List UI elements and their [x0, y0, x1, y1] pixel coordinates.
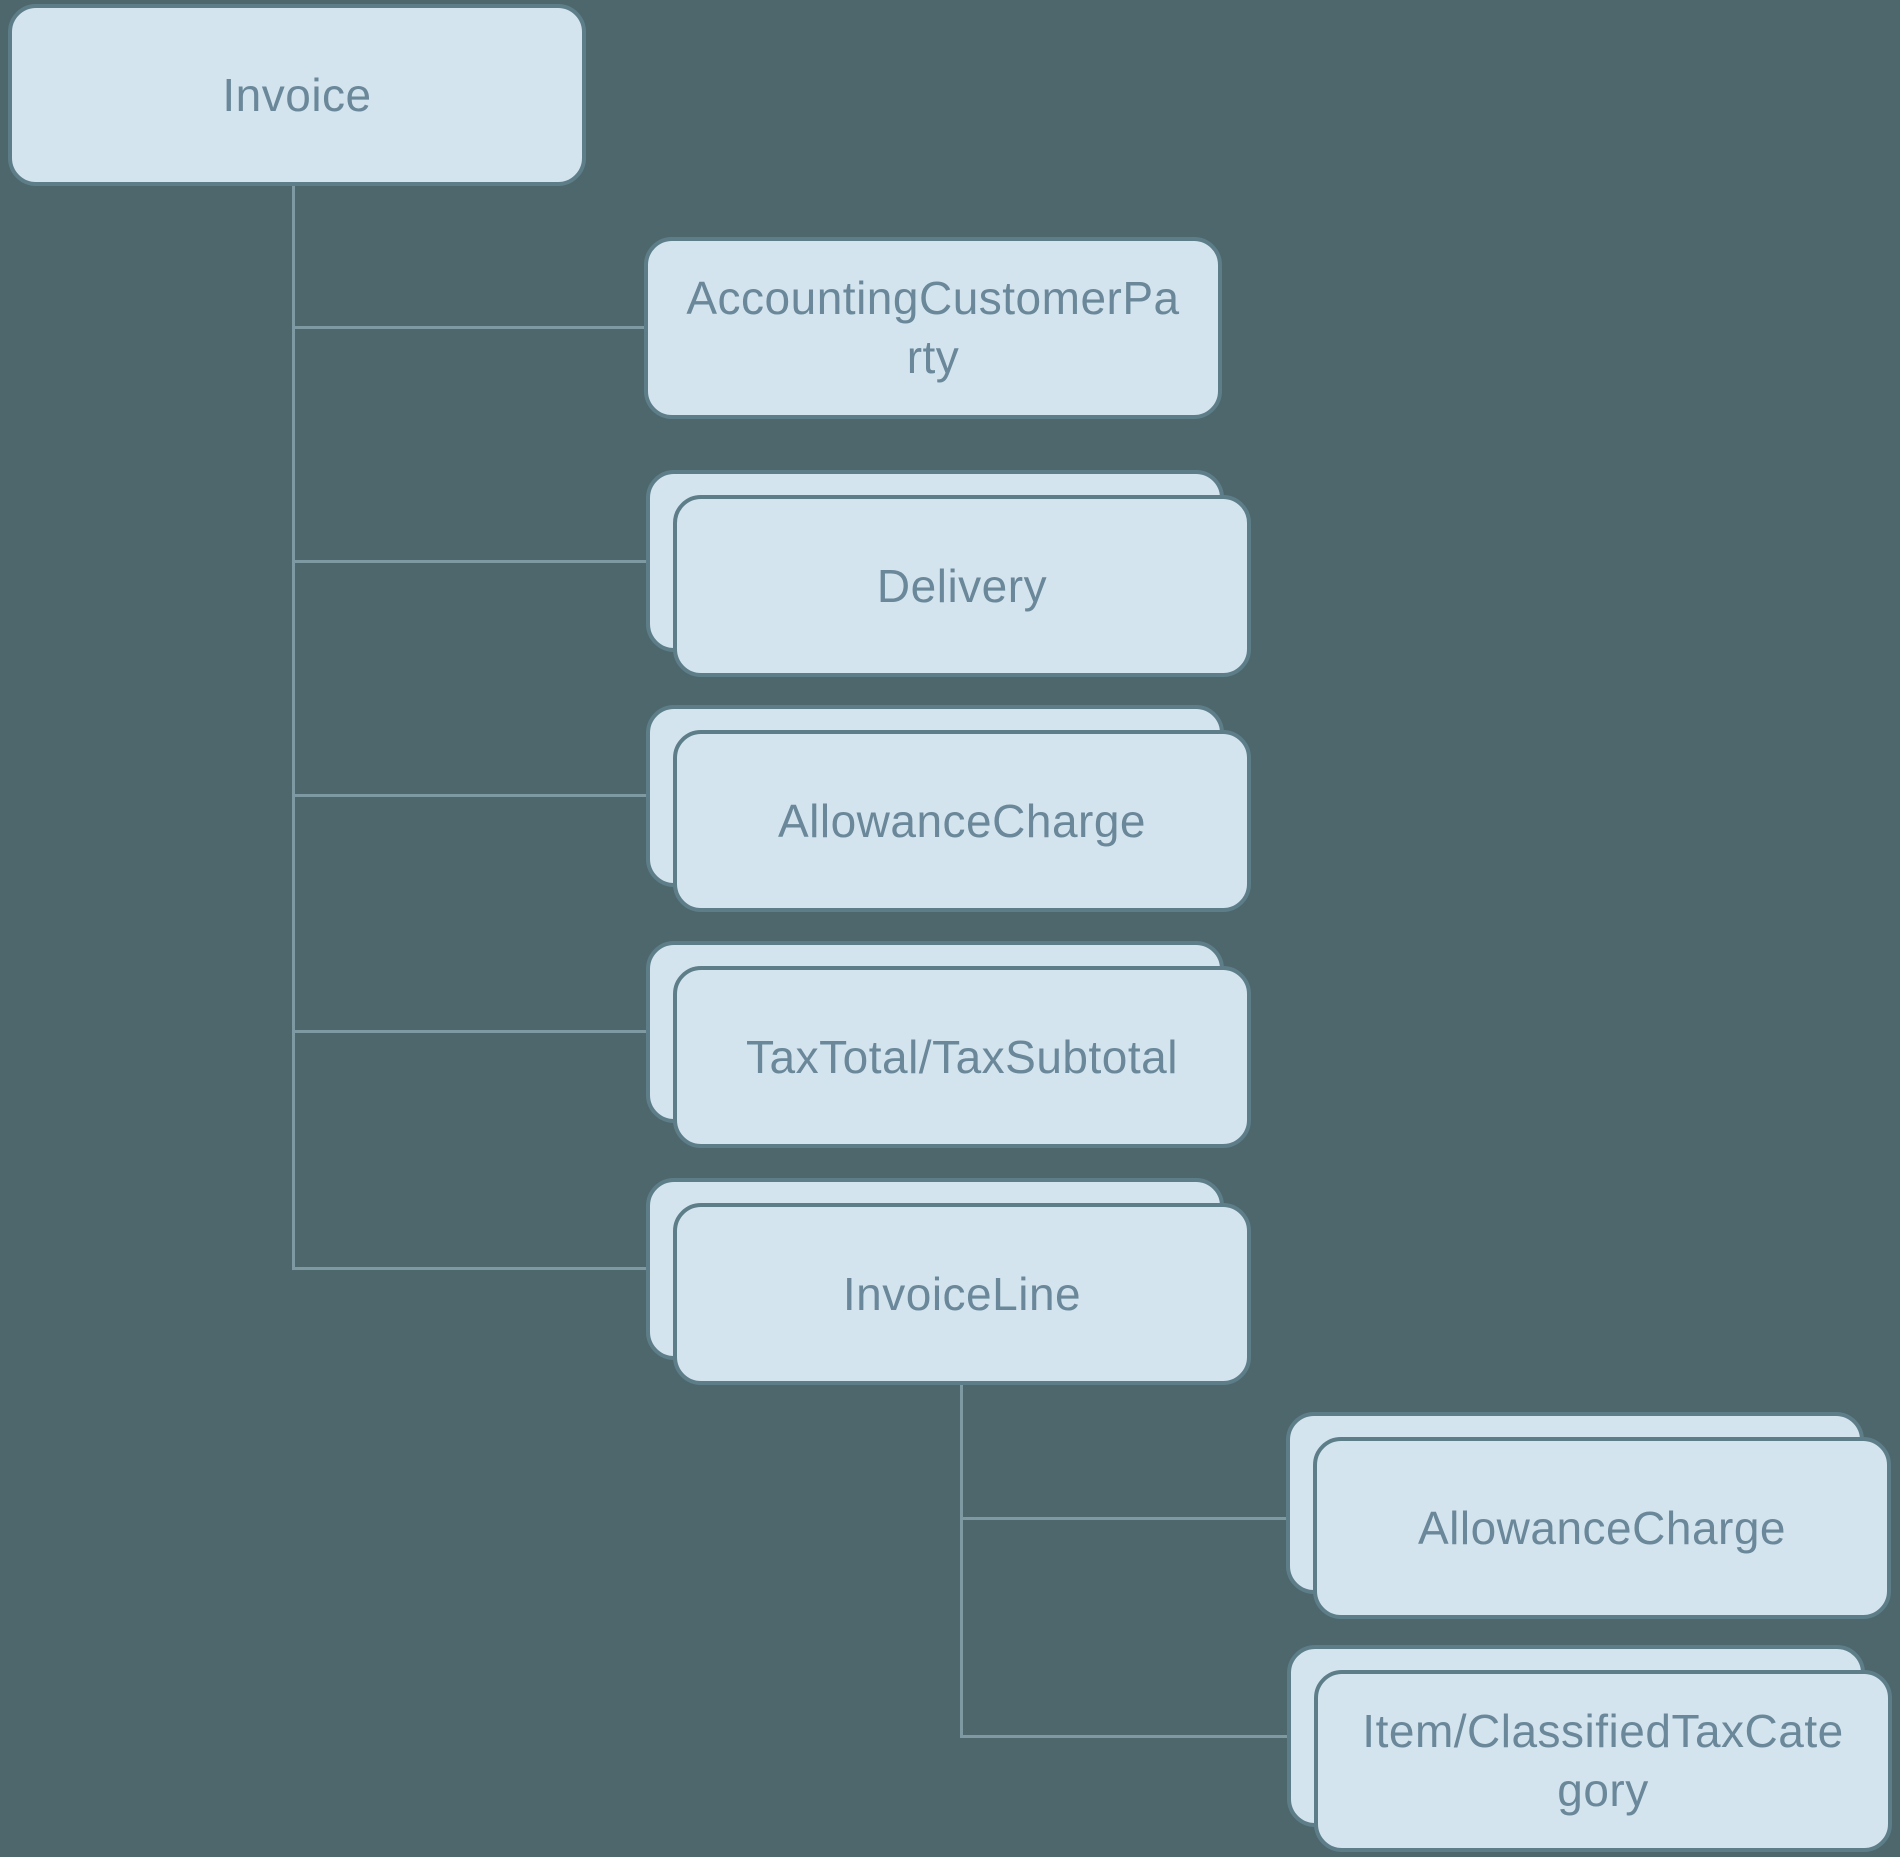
node-accounting-customer-party-label: AccountingCustomerPa rty [686, 272, 1180, 383]
connector-invoice-line-trunk [960, 1384, 963, 1738]
node-invoice-line-allowance-charge: AllowanceCharge [1286, 1412, 1891, 1619]
node-allowance-charge-label: AllowanceCharge [777, 794, 1147, 847]
node-invoice-line-label: InvoiceLine [842, 1267, 1082, 1320]
node-allowance-charge-card: AllowanceCharge [673, 730, 1251, 912]
node-invoice: Invoice [8, 4, 586, 186]
node-delivery: Delivery [646, 470, 1251, 677]
node-tax-total-tax-subtotal: TaxTotal/TaxSubtotal [646, 941, 1251, 1148]
connector-invoice-to-accounting-customer-party [292, 326, 644, 329]
connector-invoice-line-to-item-classified-tax-category [960, 1735, 1287, 1738]
node-tax-total-tax-subtotal-label: TaxTotal/TaxSubtotal [746, 1030, 1178, 1083]
node-delivery-label: Delivery [876, 559, 1048, 612]
connector-invoice-to-invoice-line [292, 1267, 646, 1270]
node-invoice-line-allowance-charge-label: AllowanceCharge [1417, 1501, 1787, 1554]
node-invoice-line-allowance-charge-card: AllowanceCharge [1313, 1437, 1891, 1619]
node-allowance-charge: AllowanceCharge [646, 705, 1251, 912]
node-item-classified-tax-category-card: Item/ClassifiedTaxCate gory [1314, 1670, 1892, 1852]
node-accounting-customer-party-card: AccountingCustomerPa rty [644, 237, 1222, 419]
connector-invoice-to-tax-total [292, 1030, 646, 1033]
node-invoice-label: Invoice [222, 68, 372, 121]
node-tax-total-tax-subtotal-card: TaxTotal/TaxSubtotal [673, 966, 1251, 1148]
node-item-classified-tax-category: Item/ClassifiedTaxCate gory [1287, 1645, 1892, 1852]
connector-invoice-to-allowance-charge [292, 794, 646, 797]
node-delivery-card: Delivery [673, 495, 1251, 677]
node-item-classified-tax-category-label: Item/ClassifiedTaxCate gory [1362, 1705, 1844, 1816]
node-accounting-customer-party: AccountingCustomerPa rty [644, 237, 1222, 419]
connector-invoice-trunk [292, 186, 295, 1270]
connector-invoice-to-delivery [292, 560, 646, 563]
node-invoice-line: InvoiceLine [646, 1178, 1251, 1385]
node-invoice-line-card: InvoiceLine [673, 1203, 1251, 1385]
connector-invoice-line-to-allowance-charge [960, 1517, 1286, 1520]
node-invoice-card: Invoice [8, 4, 586, 186]
